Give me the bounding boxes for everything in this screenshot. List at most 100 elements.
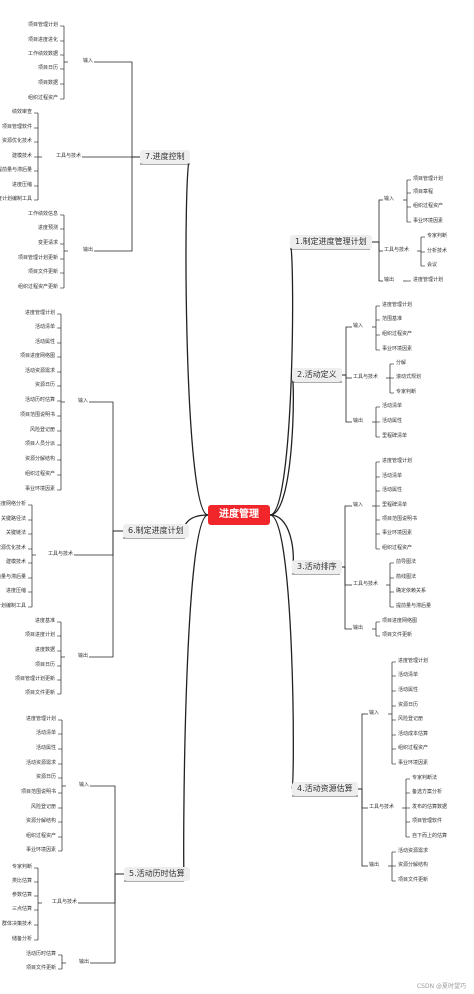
leaf-item[interactable]: 活动资源需求 bbox=[24, 368, 55, 374]
leaf-item[interactable]: 项目管理计划 bbox=[27, 22, 58, 28]
group-label-b7-tools[interactable]: 工具与技术 bbox=[54, 153, 82, 160]
leaf-item[interactable]: 项目范围说明书 bbox=[382, 516, 418, 522]
group-label-b6-output[interactable]: 输出 bbox=[76, 653, 89, 660]
leaf-item[interactable]: 风险登记册 bbox=[29, 427, 55, 433]
leaf-item[interactable]: 资源分解结构 bbox=[398, 862, 429, 868]
leaf-item[interactable]: 建模技术 bbox=[11, 153, 32, 159]
leaf-item[interactable]: 进度管理计划 bbox=[382, 302, 413, 308]
leaf-item[interactable]: 建模技术 bbox=[5, 559, 26, 565]
leaf-item[interactable]: 项目文件更新 bbox=[398, 877, 429, 883]
group-label-b4-output[interactable]: 输出 bbox=[368, 862, 381, 869]
leaf-item[interactable]: 活动清单 bbox=[398, 672, 419, 678]
leaf-item[interactable]: 专家判断 bbox=[11, 864, 32, 870]
group-label-b1-output[interactable]: 输出 bbox=[383, 277, 396, 284]
leaf-item[interactable]: 进度管理计划 bbox=[25, 716, 56, 722]
leaf-item[interactable]: 项目日历 bbox=[37, 65, 58, 71]
leaf-item[interactable]: 专家判断 bbox=[396, 389, 417, 395]
group-label-b3-tools[interactable]: 工具与技术 bbox=[352, 581, 380, 588]
leaf-item[interactable]: 提前量与滞后量 bbox=[0, 574, 26, 580]
branch-node-b2[interactable]: 2.活动定义 bbox=[292, 368, 342, 382]
leaf-item[interactable]: 组织过程资产 bbox=[382, 545, 413, 551]
leaf-item[interactable]: 活动资源需求 bbox=[398, 848, 429, 854]
leaf-item[interactable]: 滚动式规划 bbox=[396, 374, 422, 380]
leaf-item[interactable]: 变更请求 bbox=[37, 240, 58, 246]
group-label-b3-input[interactable]: 输入 bbox=[352, 502, 365, 509]
leaf-item[interactable]: 活动历时估算 bbox=[24, 397, 55, 403]
leaf-item[interactable]: 资源分解结构 bbox=[25, 818, 56, 824]
branch-node-b6[interactable]: 6.制定进度计划 bbox=[123, 524, 189, 538]
leaf-item[interactable]: 提前量与滞后量 bbox=[396, 603, 432, 609]
leaf-item[interactable]: 组织过程资产 bbox=[398, 745, 429, 751]
leaf-item[interactable]: 进度网络分析 bbox=[0, 501, 26, 507]
leaf-item[interactable]: 资源优化技术 bbox=[0, 545, 26, 551]
leaf-item[interactable]: 项目章程 bbox=[413, 189, 434, 195]
leaf-item[interactable]: 事业环境因素 bbox=[413, 218, 444, 224]
group-label-b6-tools[interactable]: 工具与技术 bbox=[46, 551, 74, 558]
group-label-b4-input[interactable]: 输入 bbox=[368, 710, 381, 717]
group-label-b2-output[interactable]: 输出 bbox=[352, 418, 365, 425]
leaf-item[interactable]: 专家判断法 bbox=[412, 775, 438, 781]
leaf-item[interactable]: 群体决策技术 bbox=[1, 921, 32, 927]
group-label-b4-tools[interactable]: 工具与技术 bbox=[368, 804, 396, 811]
leaf-item[interactable]: 项目日历 bbox=[34, 662, 55, 668]
leaf-item[interactable]: 前导图法 bbox=[396, 559, 417, 565]
leaf-item[interactable]: 风险登记册 bbox=[398, 716, 424, 722]
leaf-item[interactable]: 项目人员分派 bbox=[24, 441, 55, 447]
leaf-item[interactable]: 提前量与滞后量 bbox=[0, 167, 32, 173]
leaf-item[interactable]: 类比估算 bbox=[11, 878, 32, 884]
leaf-item[interactable]: 进度管理计划 bbox=[24, 310, 55, 316]
branch-node-b5[interactable]: 5.活动历时估算 bbox=[124, 867, 190, 881]
leaf-item[interactable]: 项目管理计划更新 bbox=[14, 676, 55, 682]
leaf-item[interactable]: 活动属性 bbox=[382, 487, 403, 493]
leaf-item[interactable]: 进度基准 bbox=[34, 618, 55, 624]
group-label-b5-tools[interactable]: 工具与技术 bbox=[50, 899, 78, 906]
leaf-item[interactable]: 资源日历 bbox=[35, 774, 56, 780]
group-label-b3-output[interactable]: 输出 bbox=[352, 625, 365, 632]
leaf-item[interactable]: 确定依赖关系 bbox=[396, 588, 427, 594]
leaf-item[interactable]: 备选方案分析 bbox=[412, 789, 443, 795]
leaf-item[interactable]: 进度预测 bbox=[37, 225, 58, 231]
leaf-item[interactable]: 进度计划编制工具 bbox=[0, 196, 32, 202]
branch-node-b3[interactable]: 3.活动排序 bbox=[292, 560, 342, 574]
leaf-item[interactable]: 组织过程资产 bbox=[413, 203, 444, 209]
branch-node-b4[interactable]: 4.活动资源估算 bbox=[292, 782, 358, 796]
leaf-item[interactable]: 项目进度网络图 bbox=[19, 353, 55, 359]
root-node[interactable]: 进度管理 bbox=[208, 505, 270, 525]
leaf-item[interactable]: 活动成本估算 bbox=[398, 731, 429, 737]
leaf-item[interactable]: 里程碑清单 bbox=[382, 502, 408, 508]
leaf-item[interactable]: 专家判断 bbox=[427, 233, 448, 239]
leaf-item[interactable]: 进度数据 bbox=[34, 647, 55, 653]
leaf-item[interactable]: 参数估算 bbox=[11, 892, 32, 898]
group-label-b1-input[interactable]: 输入 bbox=[383, 196, 396, 203]
leaf-item[interactable]: 项目进度网络图 bbox=[382, 618, 418, 624]
leaf-item[interactable]: 项目管理计划更新 bbox=[17, 255, 58, 261]
leaf-item[interactable]: 分析技术 bbox=[427, 248, 448, 254]
leaf-item[interactable]: 会议 bbox=[427, 262, 438, 268]
leaf-item[interactable]: 自下而上的估算 bbox=[412, 833, 448, 839]
leaf-item[interactable]: 组织过程资产 bbox=[27, 95, 58, 101]
leaf-item[interactable]: 项目文件更新 bbox=[24, 690, 55, 696]
leaf-item[interactable]: 范围基准 bbox=[382, 316, 403, 322]
leaf-item[interactable]: 资源分解结构 bbox=[24, 456, 55, 462]
group-label-b5-input[interactable]: 输入 bbox=[77, 782, 90, 789]
leaf-item[interactable]: 活动清单 bbox=[35, 730, 56, 736]
leaf-item[interactable]: 事业环境因素 bbox=[382, 530, 413, 536]
leaf-item[interactable]: 项目进度进化 bbox=[27, 37, 58, 43]
group-label-b5-output[interactable]: 输出 bbox=[77, 959, 90, 966]
branch-node-b1[interactable]: 1.制定进度管理计划 bbox=[290, 235, 372, 249]
group-label-b7-input[interactable]: 输入 bbox=[81, 58, 94, 65]
leaf-item[interactable]: 进度压缩 bbox=[11, 182, 32, 188]
group-label-b6-input[interactable]: 输入 bbox=[76, 398, 89, 405]
leaf-item[interactable]: 项目文件更新 bbox=[382, 632, 413, 638]
leaf-item[interactable]: 工作绩效数据 bbox=[27, 51, 58, 57]
leaf-item[interactable]: 事业环境因素 bbox=[398, 760, 429, 766]
leaf-item[interactable]: 组织过程资产 bbox=[382, 331, 413, 337]
leaf-item[interactable]: 活动历时估算 bbox=[25, 951, 56, 957]
branch-node-b7[interactable]: 7.进度控制 bbox=[140, 150, 190, 164]
leaf-item[interactable]: 里程碑清单 bbox=[382, 433, 408, 439]
leaf-item[interactable]: 三点估算 bbox=[11, 906, 32, 912]
leaf-item[interactable]: 项目管理软件 bbox=[412, 818, 443, 824]
leaf-item[interactable]: 活动清单 bbox=[382, 473, 403, 479]
leaf-item[interactable]: 项目数据 bbox=[37, 80, 58, 86]
leaf-item[interactable]: 活动清单 bbox=[382, 403, 403, 409]
